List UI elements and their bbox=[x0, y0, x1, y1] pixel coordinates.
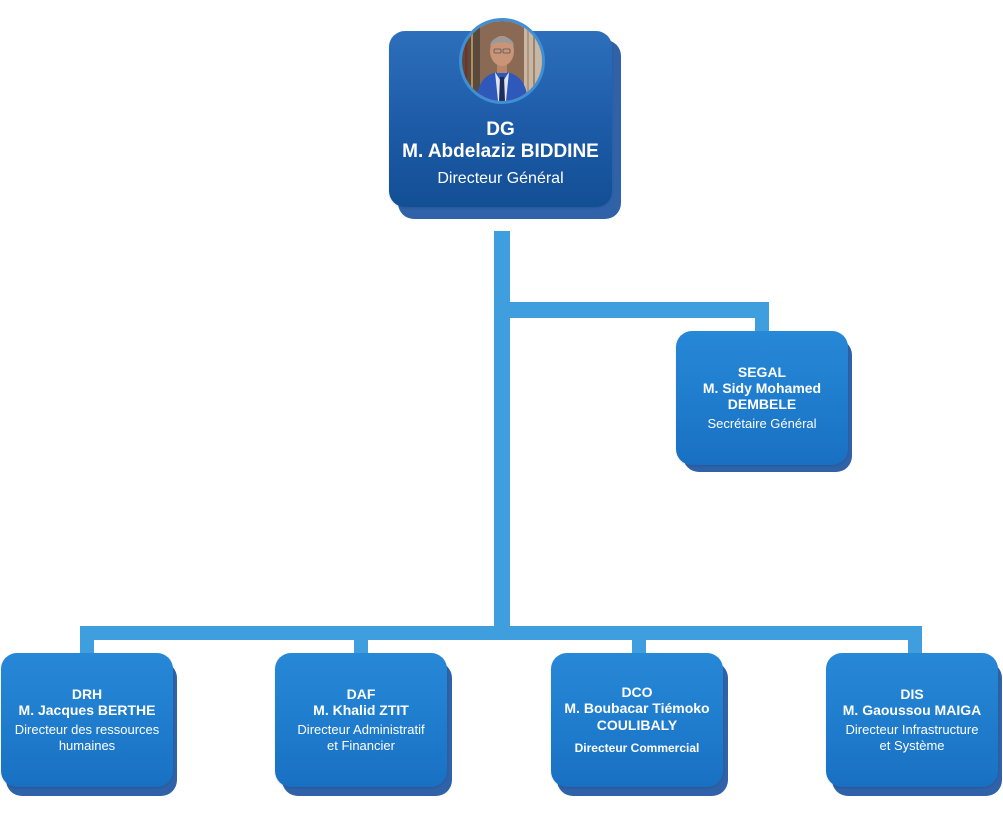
dg-role: Directeur Général bbox=[437, 169, 564, 187]
segal-role: Secrétaire Général bbox=[707, 416, 817, 432]
dco-title: DCO bbox=[621, 684, 653, 701]
segal-card[interactable]: SEGAL M. Sidy Mohamed DEMBELE Secrétaire… bbox=[676, 331, 848, 465]
connector-main-vertical bbox=[494, 231, 510, 633]
connector-bottom-horizontal bbox=[80, 626, 922, 640]
connector-segal-horizontal bbox=[510, 302, 769, 318]
dg-name: M. Abdelaziz BIDDINE bbox=[402, 141, 599, 162]
drh-name: M. Jacques BERTHE bbox=[18, 701, 156, 718]
drh-title: DRH bbox=[71, 685, 103, 702]
daf-role-line2: et Financier bbox=[327, 738, 395, 754]
dis-title: DIS bbox=[900, 685, 924, 702]
dis-role-line2: et Système bbox=[879, 738, 945, 754]
segal-name-line1: M. Sidy Mohamed bbox=[702, 379, 822, 396]
dg-title: DG bbox=[486, 119, 515, 141]
dco-role: Directeur Commercial bbox=[574, 740, 700, 755]
dis-name: M. Gaoussou MAIGA bbox=[842, 701, 982, 718]
dis-role-line1: Directeur Infrastructure bbox=[845, 721, 979, 737]
drh-card[interactable]: DRH M. Jacques BERTHE Directeur des ress… bbox=[1, 653, 173, 787]
drh-role-line2: humaines bbox=[58, 738, 116, 754]
daf-role-line1: Directeur Administratif bbox=[297, 721, 425, 737]
dco-name-line2: COULIBALY bbox=[596, 716, 678, 733]
daf-card[interactable]: DAF M. Khalid ZTIT Directeur Administrat… bbox=[275, 653, 447, 787]
dco-card[interactable]: DCO M. Boubacar Tiémoko COULIBALY Direct… bbox=[551, 653, 723, 787]
segal-title: SEGAL bbox=[737, 363, 787, 380]
dco-name-line1: M. Boubacar Tiémoko bbox=[564, 700, 710, 717]
daf-title: DAF bbox=[346, 685, 376, 702]
dis-card[interactable]: DIS M. Gaoussou MAIGA Directeur Infrastr… bbox=[826, 653, 998, 787]
daf-name: M. Khalid ZTIT bbox=[313, 701, 409, 718]
segal-name-line2: DEMBELE bbox=[727, 395, 797, 412]
drh-role-line1: Directeur des ressources bbox=[14, 721, 160, 737]
dg-portrait-photo bbox=[459, 18, 545, 104]
